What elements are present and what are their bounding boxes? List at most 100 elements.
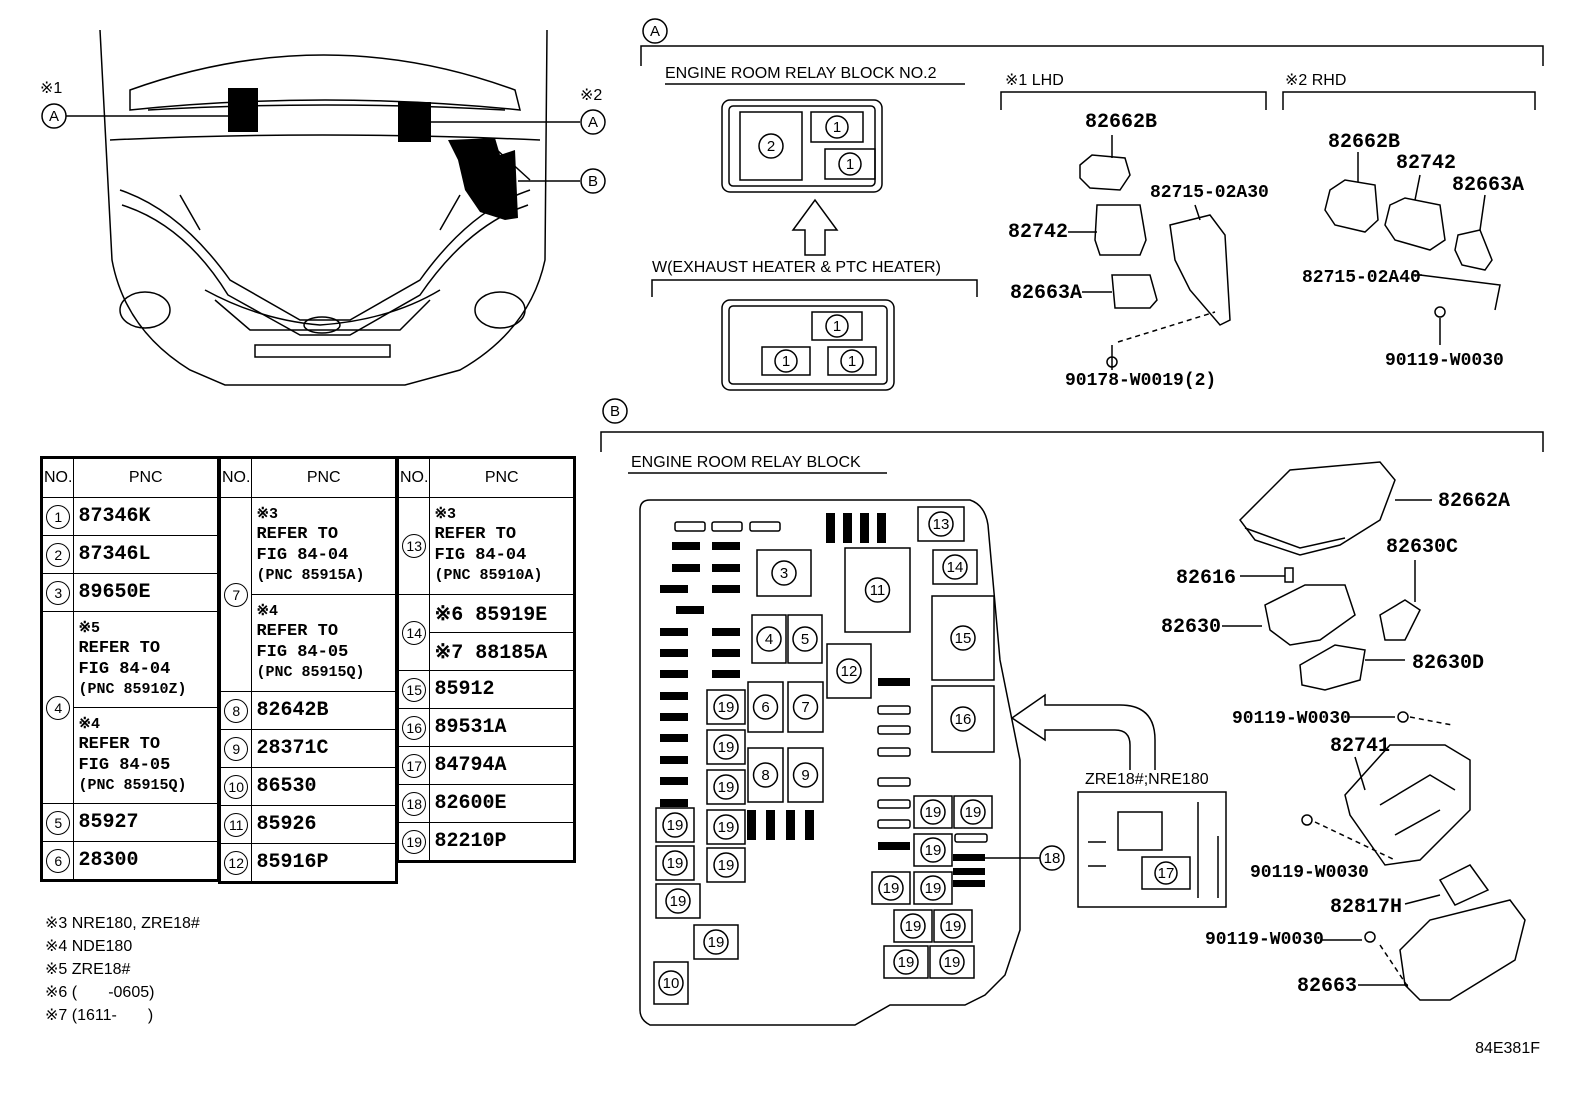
relay-number: 19 [718,819,735,836]
table-row: 7 ※3 REFER TO FIG 84-04 (PNC 85915A) [219,497,396,692]
svg-text:1: 1 [848,353,856,370]
table-row: 13 ※3 REFER TO FIG 84-04 (PNC 85910A) [397,497,574,595]
svg-text:82742: 82742 [1008,221,1068,244]
footnotes: ※3 NRE180, ZRE18# ※4 NDE180 ※5 ZRE18# ※6… [45,912,200,1027]
svg-text:82817H: 82817H [1330,896,1402,919]
relay-number: 10 [663,975,680,992]
relay-10: 10 [653,961,689,1005]
relay-19: 19 [655,807,695,843]
callout-a-left-text: A [49,108,59,125]
relay-number: 19 [925,842,942,859]
svg-text:82630D: 82630D [1412,652,1484,675]
relay-number: 19 [718,699,735,716]
table-row: 14※6 85919E [397,594,574,671]
table-row: ※4 REFER TO FIG 84-05 (PNC 85915Q) [221,594,396,692]
svg-text:1: 1 [782,353,790,370]
relay-number: 19 [965,804,982,821]
table-row: 4 ※5 REFER TO FIG 84-04 (PNC 85910Z) [41,611,218,804]
table-row: ※4 REFER TO FIG 84-05 (PNC 85915Q) [43,707,218,804]
relay-number: 19 [944,954,961,971]
svg-text:82715-02A40: 82715-02A40 [1302,268,1421,288]
relay-number: 11 [870,582,886,599]
relay-number: 13 [933,516,950,533]
relay-block-no2-title: ENGINE ROOM RELAY BLOCK NO.2 [665,65,937,82]
footnote-7: ※7 (1611- ) [45,1007,154,1024]
relay-5: 5 [787,614,823,664]
relay-3: 3 [756,549,812,597]
relay-8: 8 [747,747,784,803]
relay-15: 15 [931,595,995,681]
relay-19: 19 [883,945,929,979]
table-row: ※7 88185A [399,632,574,671]
svg-text:90119-W0030: 90119-W0030 [1205,930,1324,950]
svg-text:2: 2 [767,138,775,155]
svg-text:82741: 82741 [1330,735,1390,758]
relay-19: 19 [913,795,953,829]
svg-text:82663A: 82663A [1452,174,1524,197]
vehicle-front-view [66,29,580,386]
section-b-label: B [610,403,620,420]
relay-13: 13 [917,506,965,542]
relay-19: 19 [913,833,953,867]
variant-title: ZRE18#;NRE180 [1085,771,1209,788]
svg-text:90178-W0019(2): 90178-W0019(2) [1065,371,1216,391]
relay-19: 19 [706,769,746,805]
relay-number: 19 [667,817,684,834]
relay-19: 19 [706,809,746,845]
svg-text:90119-W0030: 90119-W0030 [1250,863,1369,883]
relay-14: 14 [932,549,978,585]
relay-number: 7 [801,699,809,716]
svg-text:82663A: 82663A [1010,282,1082,305]
svg-text:90119-W0030: 90119-W0030 [1232,709,1351,729]
pnc-table-col-3: NO.PNC 13 ※3 REFER TO FIG 84-04 (PNC 859… [396,456,576,863]
table-header-no: NO. [41,458,75,498]
svg-text:82742: 82742 [1396,152,1456,175]
note-1-mark: ※1 [40,80,62,97]
footnote-6: ※6 ( -0605) [45,984,155,1001]
relay-number: 19 [925,804,942,821]
relay-19: 19 [706,689,746,725]
svg-text:1: 1 [833,318,841,335]
pnc-table-col-2: NO.PNC 7 ※3 REFER TO FIG 84-04 (PNC 8591… [218,456,398,884]
relay-19: 19 [706,847,746,883]
relay-number: 19 [925,880,942,897]
relay-number: 19 [667,855,684,872]
footnote-4: ※4 NDE180 [45,938,133,955]
svg-text:82715-02A30: 82715-02A30 [1150,183,1269,203]
svg-text:1: 1 [833,119,841,136]
relay-number: 19 [718,857,735,874]
relay-number: 8 [761,767,769,784]
relay-number: 19 [883,880,900,897]
relay-7: 7 [787,681,824,733]
relay-number: 16 [955,711,972,728]
footnote-5: ※5 ZRE18# [45,961,131,978]
relay-number: 19 [708,934,725,951]
svg-text:82663: 82663 [1297,975,1357,998]
relay-19: 19 [893,909,933,943]
lhd-title: ※1 LHD [1005,72,1064,89]
svg-text:82616: 82616 [1176,567,1236,590]
callout-a-right: A [580,109,606,135]
relay-19: 19 [913,871,953,905]
svg-text:82662A: 82662A [1438,490,1510,513]
svg-text:18: 18 [1044,850,1061,867]
svg-text:82630C: 82630C [1386,536,1458,559]
relay-19: 19 [871,871,911,905]
section-a-label: A [650,23,660,40]
svg-text:90119-W0030: 90119-W0030 [1385,351,1504,371]
relay-number: 6 [761,699,769,716]
relay-19: 19 [929,945,975,979]
callout-a-right-text: A [588,114,598,131]
relay-number: 19 [898,954,915,971]
